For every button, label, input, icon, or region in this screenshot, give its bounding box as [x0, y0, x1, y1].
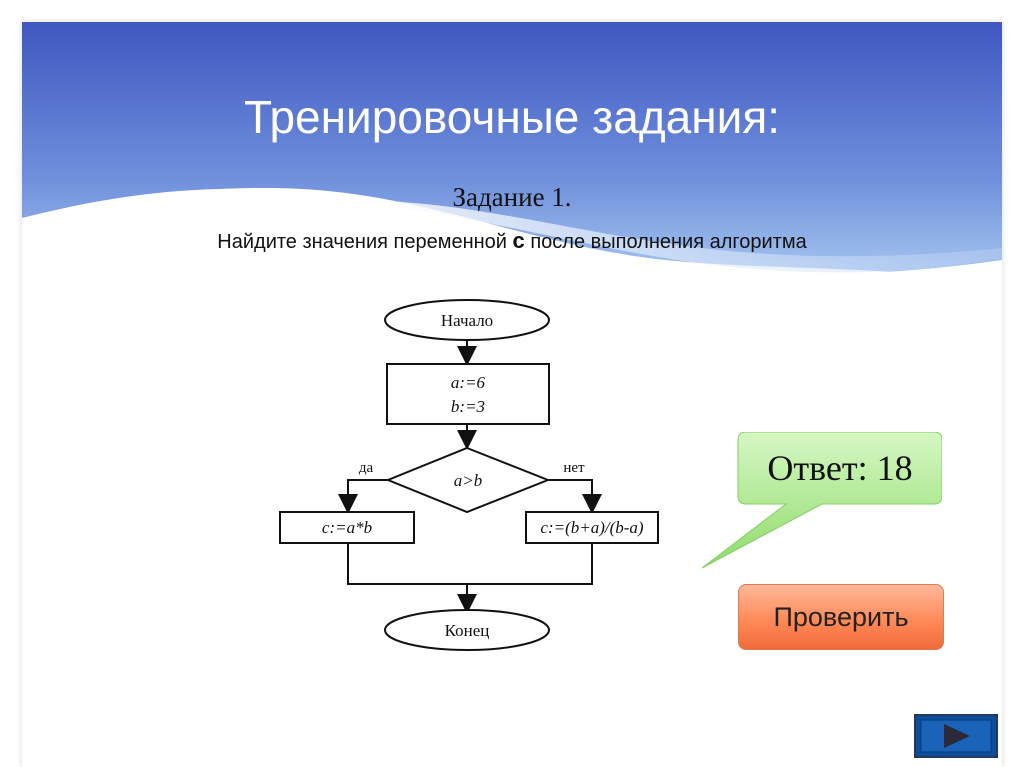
- task-text-after: после выполнения алгоритма: [524, 231, 807, 253]
- flow-assign-a: a:=6: [451, 373, 486, 392]
- task-text: Найдите значения переменной с после выпо…: [22, 228, 1002, 254]
- slide: Тренировочные задания: Задание 1. Найдит…: [22, 22, 1002, 767]
- answer-bubble: [702, 432, 942, 569]
- answer-text: Ответ: 18: [767, 448, 913, 488]
- flow-yes-action-shape: [279, 511, 415, 544]
- flow-end-shape: [384, 609, 550, 651]
- flow-end-label: Конец: [445, 621, 490, 640]
- slide-title: Тренировочные задания:: [243, 91, 781, 143]
- flow-no-label: нет: [563, 460, 585, 476]
- flow-no-action: c:=(b+a)/(b-a): [540, 518, 644, 537]
- flowchart: Начало a:=6 b:=3 a>b да нет c:=a*b c:=(b…: [246, 296, 668, 652]
- next-slide-button[interactable]: [914, 714, 998, 758]
- task-text-before: Найдите значения переменной: [217, 231, 513, 253]
- task-variable: с: [512, 228, 525, 253]
- header-background: [22, 22, 1002, 322]
- flow-assign-shape: [386, 363, 550, 425]
- flow-start-label: Начало: [441, 311, 493, 330]
- flow-condition-label: a>b: [454, 471, 482, 490]
- check-button[interactable]: Проверить: [738, 584, 944, 650]
- flow-yes-label: да: [359, 460, 374, 476]
- flow-assign-b: b:=3: [451, 397, 485, 416]
- play-triangle-icon: [920, 719, 992, 753]
- task-title: Задание 1.: [452, 182, 572, 212]
- flow-yes-action: c:=a*b: [322, 518, 372, 537]
- flow-condition-shape: [385, 446, 551, 514]
- flow-no-action-shape: [525, 511, 659, 544]
